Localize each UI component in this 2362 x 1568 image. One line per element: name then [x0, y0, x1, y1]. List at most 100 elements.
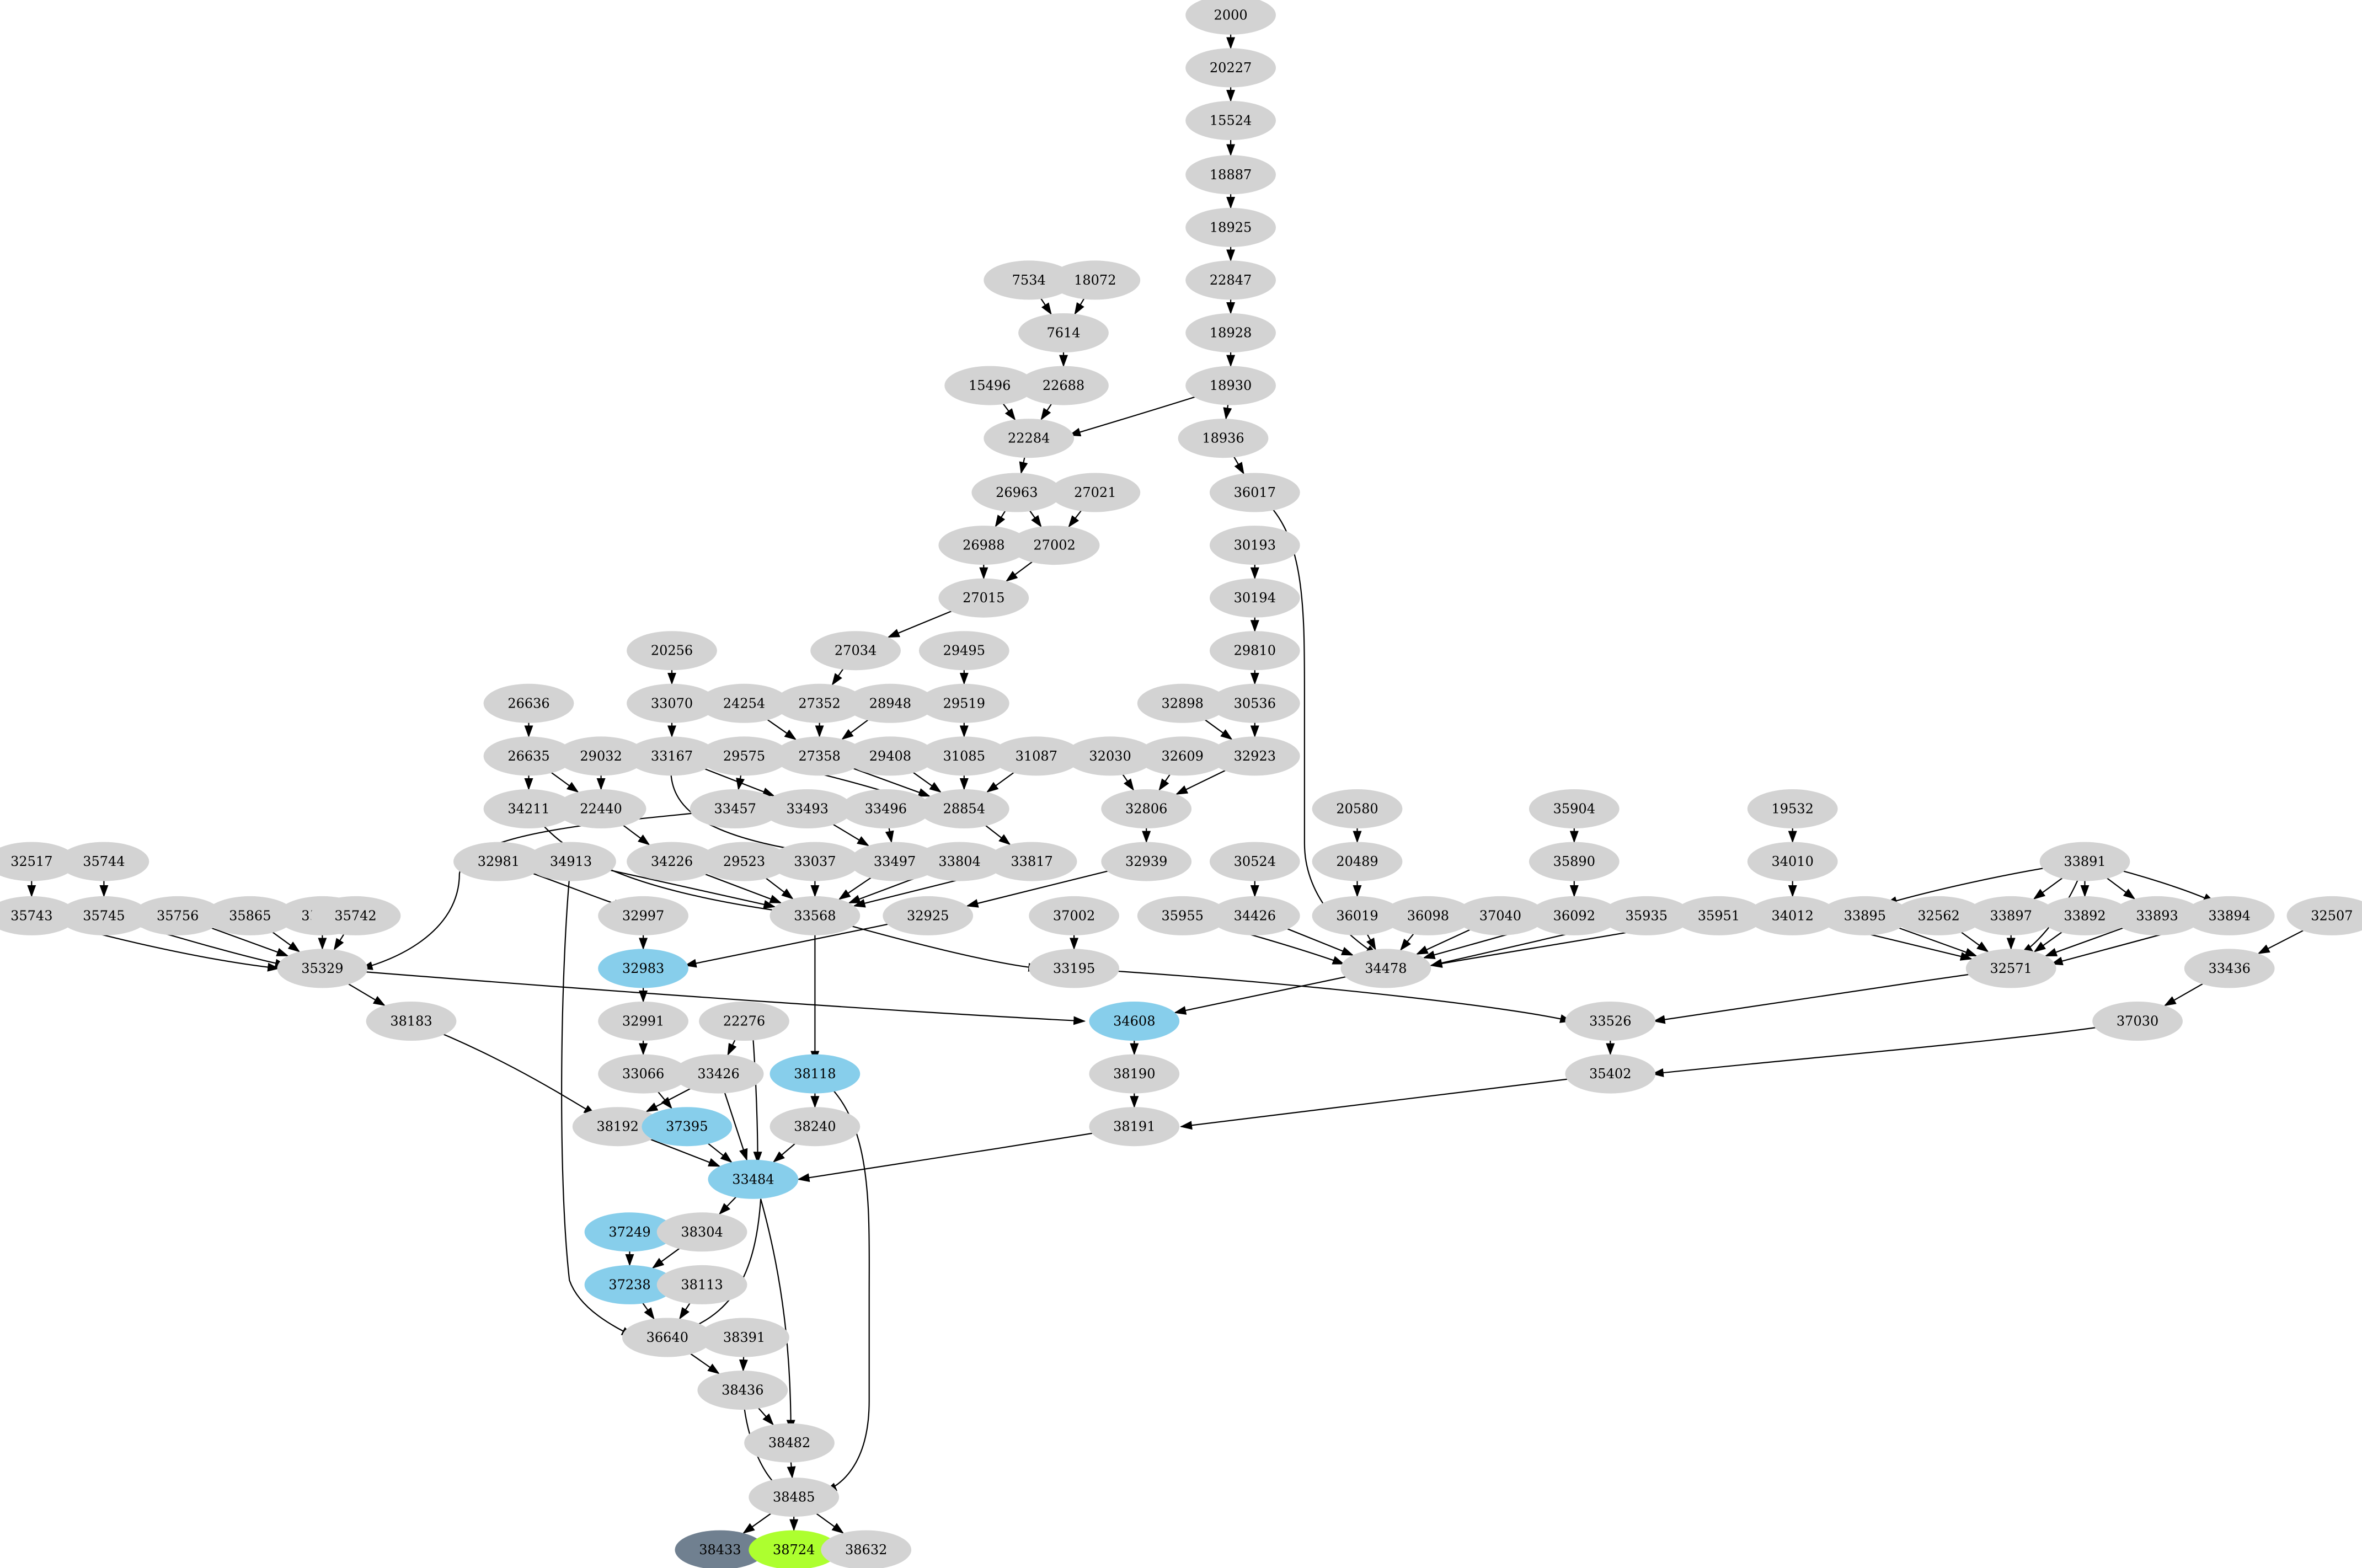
node-27021[interactable]: 27021 — [1050, 473, 1141, 512]
node-15524[interactable]: 15524 — [1185, 101, 1276, 140]
node-38113[interactable]: 38113 — [656, 1265, 747, 1304]
node-26988[interactable]: 26988 — [938, 526, 1029, 565]
node-38183[interactable]: 38183 — [366, 1002, 457, 1041]
node-32991[interactable]: 32991 — [598, 1002, 688, 1041]
node-33037[interactable]: 33037 — [769, 842, 861, 881]
node-38482[interactable]: 38482 — [744, 1423, 835, 1463]
node-31087[interactable]: 31087 — [991, 736, 1082, 776]
node-33195[interactable]: 33195 — [1029, 949, 1119, 988]
node-37395[interactable]: 37395 — [642, 1107, 733, 1147]
node-33897[interactable]: 33897 — [1965, 896, 2056, 935]
node-33892[interactable]: 33892 — [2039, 896, 2130, 935]
node-24254[interactable]: 24254 — [699, 683, 789, 723]
node-29032[interactable]: 29032 — [555, 736, 646, 776]
node-38485[interactable]: 38485 — [749, 1478, 840, 1517]
node-33484[interactable]: 33484 — [708, 1159, 799, 1199]
node-18930[interactable]: 18930 — [1185, 366, 1276, 405]
node-29810[interactable]: 29810 — [1209, 631, 1300, 671]
node-18936[interactable]: 18936 — [1178, 419, 1269, 458]
node-31085[interactable]: 31085 — [918, 736, 1009, 776]
node-35865[interactable]: 35865 — [205, 896, 296, 935]
node-33070[interactable]: 33070 — [627, 683, 717, 723]
node-32571[interactable]: 32571 — [1965, 949, 2056, 988]
node-38118[interactable]: 38118 — [769, 1054, 861, 1094]
node-32562[interactable]: 32562 — [1893, 896, 1984, 935]
node-32507[interactable]: 32507 — [2286, 896, 2362, 935]
node-22276[interactable]: 22276 — [699, 1002, 789, 1041]
node-32923[interactable]: 32923 — [1209, 736, 1300, 776]
node-26635[interactable]: 26635 — [483, 736, 574, 776]
node-32517[interactable]: 32517 — [0, 842, 77, 881]
node-35951[interactable]: 35951 — [1674, 896, 1764, 935]
node-38632[interactable]: 38632 — [821, 1530, 912, 1568]
node-35744[interactable]: 35744 — [58, 842, 149, 881]
node-27352[interactable]: 27352 — [774, 683, 865, 723]
node-33457[interactable]: 33457 — [690, 789, 781, 828]
node-18072[interactable]: 18072 — [1050, 260, 1141, 300]
node-34211[interactable]: 34211 — [483, 789, 574, 828]
node-33891[interactable]: 33891 — [2039, 842, 2130, 881]
node-38191[interactable]: 38191 — [1089, 1107, 1180, 1147]
node-37040[interactable]: 37040 — [1455, 896, 1546, 935]
node-35756[interactable]: 35756 — [132, 896, 223, 935]
node-33894[interactable]: 33894 — [2184, 896, 2275, 935]
node-32997[interactable]: 32997 — [598, 896, 688, 935]
node-27358[interactable]: 27358 — [774, 736, 865, 776]
node-20227[interactable]: 20227 — [1185, 48, 1276, 88]
node-38724[interactable]: 38724 — [749, 1530, 840, 1568]
node-33426[interactable]: 33426 — [673, 1054, 764, 1094]
node-22688[interactable]: 22688 — [1018, 366, 1109, 405]
node-33167[interactable]: 33167 — [627, 736, 717, 776]
node-35904[interactable]: 35904 — [1529, 789, 1620, 828]
node-33496[interactable]: 33496 — [840, 789, 931, 828]
node-30193[interactable]: 30193 — [1209, 526, 1300, 565]
node-38436[interactable]: 38436 — [697, 1371, 788, 1410]
node-35955[interactable]: 35955 — [1137, 896, 1228, 935]
node-36098[interactable]: 36098 — [1383, 896, 1473, 935]
node-34012[interactable]: 34012 — [1747, 896, 1838, 935]
node-2000[interactable]: 2000 — [1185, 0, 1276, 35]
node-35743[interactable]: 35743 — [0, 896, 77, 935]
node-32609[interactable]: 32609 — [1137, 736, 1228, 776]
node-36019[interactable]: 36019 — [1312, 896, 1403, 935]
node-36092[interactable]: 36092 — [1529, 896, 1620, 935]
node-27015[interactable]: 27015 — [938, 578, 1029, 618]
node-34010[interactable]: 34010 — [1747, 842, 1838, 881]
node-36640[interactable]: 36640 — [622, 1318, 713, 1357]
node-35890[interactable]: 35890 — [1529, 842, 1620, 881]
node-32983[interactable]: 32983 — [598, 949, 688, 988]
node-18928[interactable]: 18928 — [1185, 313, 1276, 352]
node-7534[interactable]: 7534 — [984, 260, 1075, 300]
node-29495[interactable]: 29495 — [918, 631, 1009, 671]
node-33436[interactable]: 33436 — [2184, 949, 2275, 988]
node-38190[interactable]: 38190 — [1089, 1054, 1180, 1094]
node-18887[interactable]: 18887 — [1185, 155, 1276, 195]
node-33497[interactable]: 33497 — [849, 842, 940, 881]
node-28948[interactable]: 28948 — [845, 683, 936, 723]
node-34608[interactable]: 34608 — [1089, 1002, 1180, 1041]
node-37002[interactable]: 37002 — [1029, 896, 1119, 935]
node-7614[interactable]: 7614 — [1018, 313, 1109, 352]
node-22847[interactable]: 22847 — [1185, 260, 1276, 300]
node-30194[interactable]: 30194 — [1209, 578, 1300, 618]
node-29408[interactable]: 29408 — [845, 736, 936, 776]
node-26963[interactable]: 26963 — [971, 473, 1062, 512]
node-30536[interactable]: 30536 — [1209, 683, 1300, 723]
node-35745[interactable]: 35745 — [58, 896, 149, 935]
node-29523[interactable]: 29523 — [699, 842, 789, 881]
node-34478[interactable]: 34478 — [1340, 949, 1431, 988]
node-33804[interactable]: 33804 — [914, 842, 1005, 881]
node-35329[interactable]: 35329 — [277, 949, 368, 988]
node-32898[interactable]: 32898 — [1137, 683, 1228, 723]
node-35402[interactable]: 35402 — [1565, 1054, 1656, 1094]
node-34226[interactable]: 34226 — [627, 842, 717, 881]
node-33526[interactable]: 33526 — [1565, 1002, 1656, 1041]
node-33568[interactable]: 33568 — [769, 896, 861, 935]
node-22284[interactable]: 22284 — [984, 419, 1075, 458]
node-38304[interactable]: 38304 — [656, 1212, 747, 1252]
node-37249[interactable]: 37249 — [584, 1212, 675, 1252]
node-20580[interactable]: 20580 — [1312, 789, 1403, 828]
node-28854[interactable]: 28854 — [918, 789, 1009, 828]
node-34913[interactable]: 34913 — [526, 842, 616, 881]
node-38240[interactable]: 38240 — [769, 1107, 861, 1147]
